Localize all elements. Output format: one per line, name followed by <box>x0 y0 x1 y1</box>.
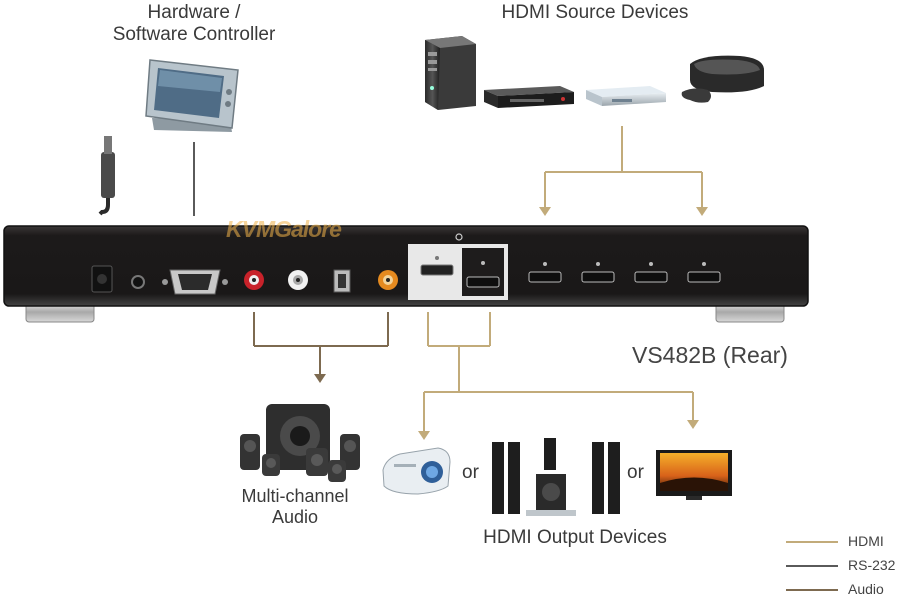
multichannel-speakers-icon <box>240 404 360 482</box>
legend-label-audio: Audio <box>848 581 884 597</box>
rs232-port-icon <box>162 269 228 295</box>
set-top-box-icon <box>586 86 666 106</box>
sources-label: HDMI Source Devices <box>501 2 689 23</box>
arrow-to-tv <box>687 420 699 429</box>
arrow-to-audio <box>314 374 326 383</box>
audio-lines <box>253 312 389 377</box>
or-label-2: or <box>627 462 644 483</box>
arrow-to-projector <box>418 431 430 440</box>
rca-white-port-icon <box>288 270 308 290</box>
audio-label-line1: Multi-channel <box>241 486 349 506</box>
hdmi-output-port-2-icon <box>466 261 500 288</box>
coaxial-port-icon <box>378 270 398 290</box>
hdmi-input-port-2-icon <box>581 262 615 283</box>
optical-port-icon <box>333 269 351 293</box>
tv-icon <box>656 450 732 500</box>
controller-label: Hardware / Software Controller <box>96 2 292 46</box>
legend-label-rs232: RS-232 <box>848 557 896 573</box>
hdmi-source-lines <box>544 126 703 210</box>
or-label-1: or <box>462 462 479 483</box>
arrow-to-input-1 <box>539 207 551 216</box>
rca-red-port-icon <box>244 270 264 290</box>
hdmi-output-slot-2 <box>462 248 504 296</box>
pc-tower-icon <box>425 36 476 110</box>
hdmi-input-port-1-icon <box>528 262 562 283</box>
legend-label-hdmi: HDMI <box>848 533 884 549</box>
mini-jack-port-icon <box>131 275 145 289</box>
touch-panel-controller-icon <box>145 59 239 132</box>
audio-label: Multi-channel Audio <box>220 486 370 527</box>
controller-label-line1: Hardware / <box>147 2 241 23</box>
device-label: VS482B (Rear) <box>632 342 788 368</box>
vs482b-unit <box>3 225 809 323</box>
arrow-to-input-4 <box>696 207 708 216</box>
watermark-logo: KVMGalore <box>226 216 342 242</box>
power-cable-icon <box>98 136 115 216</box>
dvd-player-icon <box>484 86 574 108</box>
hdmi-input-port-3-icon <box>634 262 668 283</box>
hdmi-input-port-4-icon <box>687 262 721 283</box>
home-theater-icon <box>492 438 620 516</box>
projector-icon <box>382 447 451 495</box>
chassis <box>3 225 809 307</box>
outputs-label: HDMI Output Devices <box>483 527 667 548</box>
game-console-icon <box>681 55 764 103</box>
audio-label-line2: Audio <box>271 506 319 527</box>
controller-label-line2: Software Controller <box>112 23 276 45</box>
hdmi-output-lines <box>423 312 694 434</box>
hdmi-output-port-1-icon <box>420 256 454 276</box>
